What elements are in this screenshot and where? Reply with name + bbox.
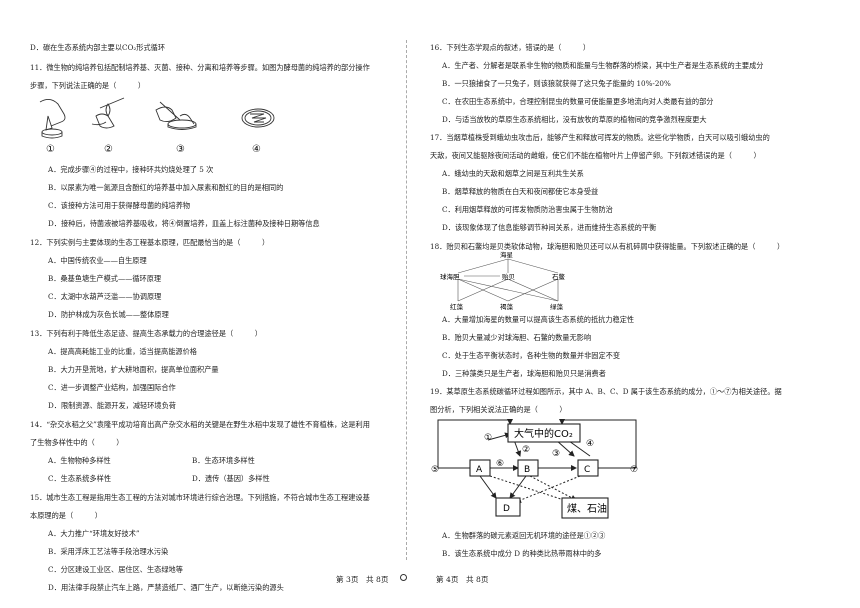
path-1-label: ① bbox=[484, 433, 492, 443]
q11-figure: ① ② ③ ④ bbox=[39, 97, 275, 155]
q16-option-d: D．与适当放牧的草原生态系统相比，没有放牧的草原的植物间的竞争激烈程度更大 bbox=[442, 115, 707, 124]
step3-streaking-icon bbox=[155, 101, 197, 130]
node-c-label: C bbox=[584, 465, 590, 475]
q19-option-b: B．该生态系统中成分 D 的种类比热带雨林中的多 bbox=[442, 549, 602, 558]
q15-option-d: D．用法律手段禁止汽车上路，严禁造纸厂、酒厂生产，以断绝污染的源头 bbox=[48, 583, 284, 592]
q17-option-b: B．烟草释放的物质在白天和夜间都使它本身受益 bbox=[442, 187, 599, 196]
q18-option-d: D．三种藻类只是生产者，球海胆和贻贝只是消费者 bbox=[442, 369, 606, 378]
q15-option-b: B．采用浮床工艺法等手段治理水污染 bbox=[48, 547, 169, 556]
path-5-label: ⑤ bbox=[431, 465, 439, 475]
q11-stem-line2: 步骤，下列说法正确的是（ ） bbox=[30, 81, 146, 90]
q17-option-c: C．利用烟草释放的可挥发物质防治害虫属于生物防治 bbox=[442, 205, 613, 214]
q14-stem-line2: 了生物多样性中的（ ） bbox=[30, 438, 124, 447]
q15-stem-line1: 15．城市生态工程是指用生态工程的方法对城市环境进行综合治理。下列措施，不符合城… bbox=[30, 493, 370, 502]
q11-stem-line1: 11．微生物的纯培养包括配制培养基、灭菌、接种、分离和培养等步骤。如图为酵母菌的… bbox=[30, 63, 370, 72]
q12-option-a: A．中国传统农业——自生原理 bbox=[48, 256, 147, 265]
q13-stem: 13．下列有利于降低生态足迹、提高生态承载力的合理途径是（ ） bbox=[30, 329, 262, 338]
q15-option-a: A．大力推广“环境友好技术” bbox=[48, 529, 140, 538]
q12-option-b: B．桑基鱼塘生产模式——循环原理 bbox=[48, 274, 162, 283]
q18-stem: 18．贻贝和石鳖均是贝类软体动物，球海胆和贻贝还可以从有机碎屑中获得能量。下列叙… bbox=[430, 242, 785, 251]
coal-oil-label: 煤、石油 bbox=[567, 502, 607, 515]
q19-stem-line1: 19．某草原生态系统碳循环过程如图所示，其中 A、B、C、D 属于该生态系统的成… bbox=[430, 387, 782, 396]
path-6-label: ⑥ bbox=[496, 459, 504, 469]
web-node-mid-center: 贻贝 bbox=[502, 272, 515, 281]
web-node-mid-left: 球海胆 bbox=[440, 272, 460, 281]
column-divider bbox=[406, 40, 407, 560]
q11-option-c: C．该接种方法可用于获得酵母菌的纯培养物 bbox=[48, 201, 191, 210]
q12-option-d: D．防护林成为灰色长城——整体原理 bbox=[48, 310, 169, 319]
left-page-number: 第 3页 共 8页 bbox=[336, 575, 389, 584]
q16-stem: 16．下列生态学观点的叙述，错误的是（ ） bbox=[430, 43, 591, 52]
q13-option-d: D．限制资源、能源开发，减轻环境负荷 bbox=[48, 401, 176, 410]
atmosphere-co2-label: 大气中的CO₂ bbox=[514, 427, 573, 440]
q13-option-c: C．进一步调整产业结构，加强国际合作 bbox=[48, 383, 176, 392]
node-d-label: D bbox=[503, 504, 510, 514]
web-node-mid-right: 石鳖 bbox=[552, 272, 566, 281]
q16-option-a: A．生产者、分解者是联系非生物的物质和能量与生物群落的桥梁，其中生产者是生态系统… bbox=[442, 61, 764, 70]
q11-option-a: A．完成步骤④的过程中，接种环共灼烧处理了 5 次 bbox=[48, 165, 214, 174]
q14-option-c: C．生态系统多样性 bbox=[48, 474, 112, 483]
q12-stem: 12．下列实例与主要体现的生态工程基本原理，匹配最恰当的是（ ） bbox=[30, 238, 270, 247]
step4-label: ④ bbox=[252, 144, 261, 155]
q14-stem-line1: 14．“杂交水稻之父”袁隆平成功培育出高产杂交水稻的关键是在野生水稻中发现了雄性… bbox=[30, 420, 370, 429]
q11-option-b: B．以尿素为唯一氮源且含酚红的培养基中加入尿素和酚红的目的是相同的 bbox=[48, 183, 284, 192]
path-4-label: ④ bbox=[586, 439, 594, 449]
q15-stem-line2: 本原理的是（ ） bbox=[30, 511, 102, 520]
q16-option-b: B．一只狼捕食了一只兔子，则该狼就获得了这只兔子能量的 10%-20% bbox=[442, 79, 671, 88]
left-page: D．碳在生态系统内部主要以CO₂形式循环 11．微生物的纯培养包括配制培养基、灭… bbox=[22, 0, 420, 608]
web-node-bot-left: 红藻 bbox=[450, 302, 464, 311]
path-7-label: ⑦ bbox=[630, 465, 638, 475]
q18-option-b: B．贻贝大量减少对球海胆、石鳖的数量无影响 bbox=[442, 333, 592, 342]
q19-stem-line2: 图分析，下列相关说法正确的是（ ） bbox=[430, 405, 567, 414]
q18-option-c: C．处于生态平衡状态时，各种生物的数量并非固定不变 bbox=[442, 351, 621, 360]
q12-option-c: C．太湖中水葫芦泛滥——协调原理 bbox=[48, 292, 162, 301]
q14-option-d: D．遗传（基因）多样性 bbox=[192, 474, 270, 483]
web-node-bot-right: 绿藻 bbox=[550, 302, 564, 311]
step4-plate-icon bbox=[241, 108, 275, 128]
node-b-label: B bbox=[524, 465, 530, 475]
q15-option-c: C．分区建设工业区、居住区、生态绿地等 bbox=[48, 565, 183, 574]
node-a-label: A bbox=[476, 465, 483, 475]
web-node-bot-center: 褐藻 bbox=[500, 302, 514, 311]
step2-label: ② bbox=[104, 144, 113, 155]
q13-option-b: B．大力开垦荒地，扩大耕地面积，提高单位面积产量 bbox=[48, 365, 219, 374]
q17-stem-line1: 17．当烟草植株受到蛾幼虫攻击后，能够产生和释放可挥发的物质。这些化学物质，白天… bbox=[430, 133, 770, 142]
q11-option-d: D．接种后，待菌液被培养基吸收，将④倒置培养，皿盖上标注菌种及接种日期等信息 bbox=[48, 219, 320, 228]
q13-option-a: A．提高高耗能工业的比重，适当提高能源价格 bbox=[48, 347, 197, 356]
step1-pouring-icon bbox=[39, 99, 66, 139]
path-2-label: ② bbox=[522, 445, 530, 455]
binding-hole-icon bbox=[400, 574, 407, 581]
q17-stem-line2: 天敌，夜间又能驱除夜间活动的雌蛾，使它们不能在植物叶片上停留产卵。下列叙述错误的… bbox=[430, 151, 761, 160]
step2-flame-icon bbox=[91, 97, 125, 129]
q14-option-b: B．生态环境多样性 bbox=[192, 456, 255, 465]
right-page-number: 第 4页 共 8页 bbox=[436, 575, 489, 584]
path-3-label: ③ bbox=[552, 449, 560, 459]
q19-option-a: A．生物群落的碳元素返回无机环境的途径是①②③ bbox=[442, 531, 606, 540]
q10-option-d: D．碳在生态系统内部主要以CO₂形式循环 bbox=[30, 43, 166, 52]
q14-option-a: A．生物物种多样性 bbox=[48, 456, 111, 465]
web-node-top: 海星 bbox=[500, 251, 514, 259]
q19-carbon-cycle-diagram: 大气中的CO₂ A B C D 煤、石油 ① ② ③ ④ ⑤ ⑥ ⑦ bbox=[431, 419, 638, 519]
q18-food-web: 海星 球海胆 贻贝 石鳖 红藻 褐藻 绿藻 bbox=[440, 251, 566, 311]
q17-option-d: D．该现象体现了信息能够调节种间关系，进而维持生态系统的平衡 bbox=[442, 223, 657, 232]
q18-option-a: A．大量增加海星的数量可以提高该生态系统的抵抗力稳定性 bbox=[442, 315, 635, 324]
step3-label: ③ bbox=[176, 144, 185, 155]
step1-label: ① bbox=[46, 144, 55, 155]
q16-option-c: C．在农田生态系统中，合理控制昆虫的数量可使能量更多地流向对人类最有益的部分 bbox=[442, 97, 714, 106]
q17-option-a: A．蛾幼虫的天敌和烟草之间是互利共生关系 bbox=[442, 169, 584, 178]
right-page: 16．下列生态学观点的叙述，错误的是（ ） A．生产者、分解者是联系非生物的物质… bbox=[430, 0, 828, 608]
